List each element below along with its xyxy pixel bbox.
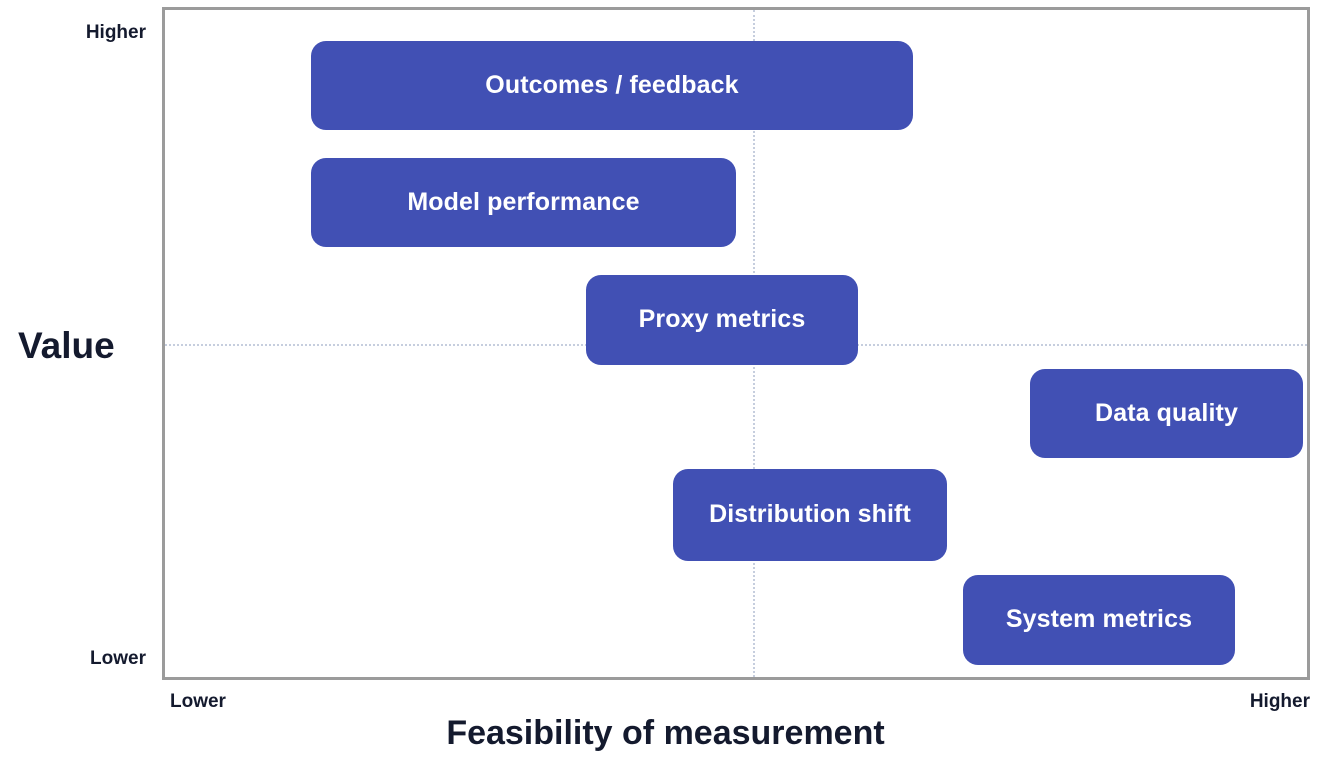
- item-box[interactable]: Proxy metrics: [586, 275, 858, 365]
- x-axis-tick-higher: Higher: [1249, 691, 1310, 712]
- item-box-label: Outcomes / feedback: [485, 70, 739, 99]
- x-axis-title: Feasibility of measurement: [446, 714, 885, 752]
- item-box-label: Distribution shift: [709, 500, 911, 529]
- y-axis-title: Value: [18, 325, 115, 366]
- item-box[interactable]: Distribution shift: [673, 469, 947, 561]
- item-box-label: Proxy metrics: [638, 305, 806, 334]
- item-box[interactable]: Outcomes / feedback: [311, 41, 913, 130]
- item-box-label: Model performance: [407, 187, 640, 216]
- item-box[interactable]: Model performance: [311, 158, 736, 247]
- item-box[interactable]: Data quality: [1030, 369, 1303, 458]
- y-axis-tick-higher: Higher: [85, 22, 146, 43]
- item-box-label: Data quality: [1095, 398, 1238, 427]
- y-axis-tick-lower: Lower: [90, 648, 146, 669]
- x-axis-tick-lower: Lower: [170, 691, 226, 712]
- item-box-label: System metrics: [1005, 605, 1193, 634]
- item-box[interactable]: System metrics: [963, 575, 1235, 665]
